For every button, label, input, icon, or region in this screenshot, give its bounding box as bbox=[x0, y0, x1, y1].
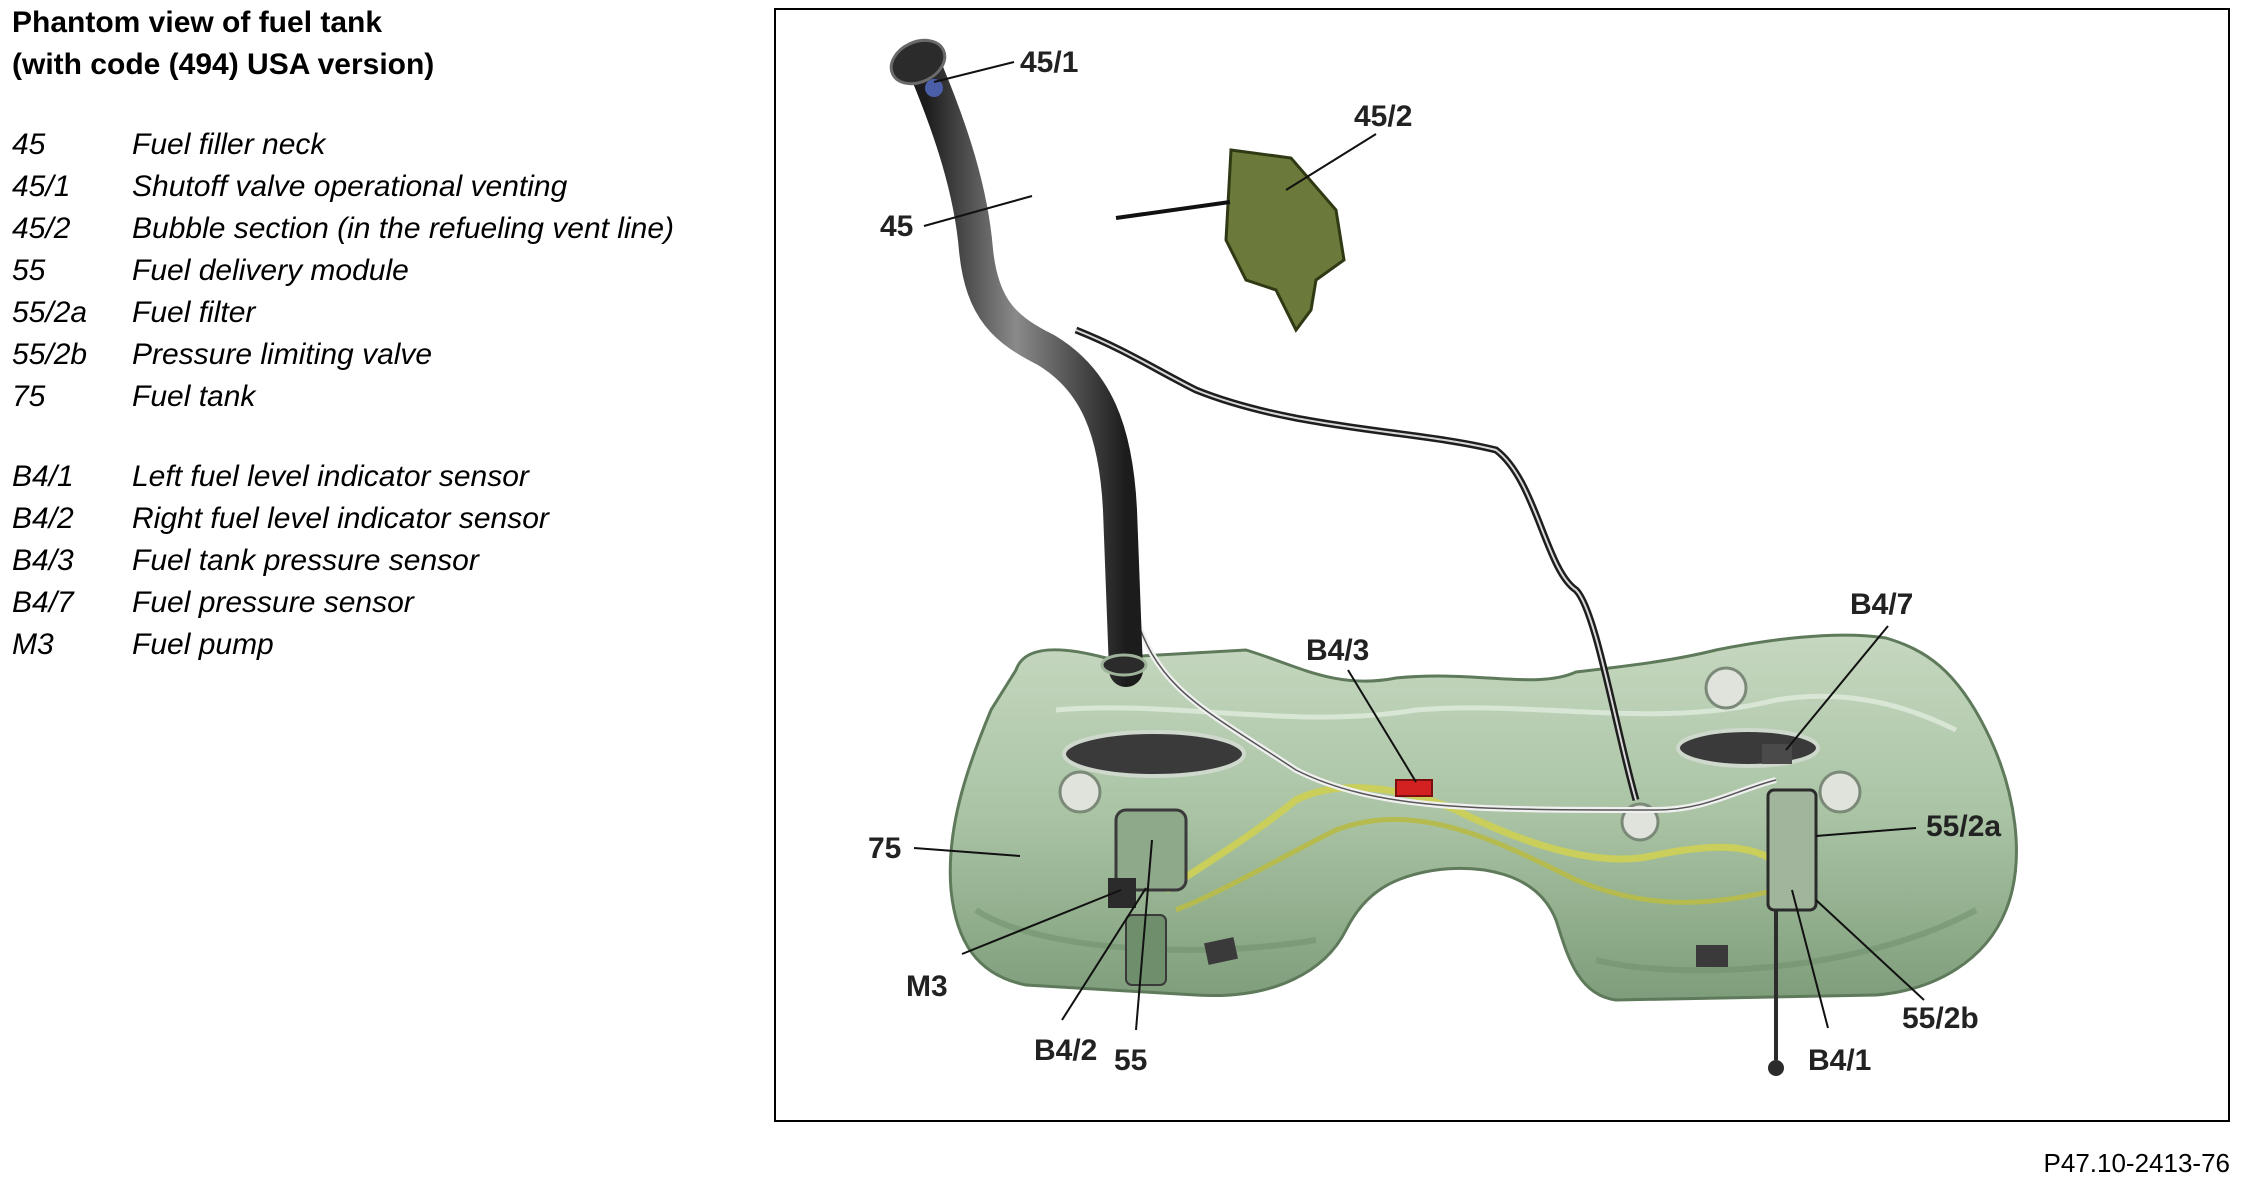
legend-item: B4/7 Fuel pressure sensor bbox=[12, 584, 712, 622]
page-title: Phantom view of fuel tank (with code (49… bbox=[12, 2, 434, 86]
vent-line-outline bbox=[1133, 609, 1777, 811]
fuel-tank-diagram: 45/1 45/2 45 B4/3 B4/7 55/2a 75 M3 B4/2 … bbox=[868, 38, 2018, 1077]
legend-desc: Pressure limiting valve bbox=[132, 338, 433, 371]
callout-b4-3: B4/3 bbox=[1306, 634, 1369, 667]
legend-code: B4/2 bbox=[12, 502, 74, 535]
filler-neck-mouth bbox=[889, 38, 947, 86]
legend-code: 45/2 bbox=[12, 212, 71, 245]
callout-45: 45 bbox=[880, 210, 913, 243]
legend-desc: Fuel tank pressure sensor bbox=[132, 544, 479, 577]
right-sensor-assembly bbox=[1766, 788, 1818, 912]
neck-ring bbox=[1100, 653, 1148, 677]
leader-55 bbox=[1135, 839, 1153, 1031]
callout-b4-2: B4/2 bbox=[1034, 1034, 1097, 1067]
legend-desc: Fuel filter bbox=[132, 296, 256, 329]
callout-55-2b: 55/2b bbox=[1902, 1002, 1979, 1035]
tank-clip-right bbox=[1696, 945, 1728, 967]
legend-item: B4/3 Fuel tank pressure sensor bbox=[12, 542, 712, 580]
module-lower bbox=[1125, 914, 1167, 986]
callout-b4-1: B4/1 bbox=[1808, 1044, 1871, 1077]
legend-desc: Bubble section (in the refueling vent li… bbox=[132, 212, 674, 245]
fuel-filler-neck bbox=[909, 53, 1143, 687]
legend-code: 75 bbox=[12, 380, 46, 413]
legend-item: B4/1 Left fuel level indicator sensor bbox=[12, 458, 712, 496]
leader-55-2a bbox=[1815, 827, 1917, 837]
fuel-pressure-sensor bbox=[1762, 744, 1792, 764]
legend-item: M3 Fuel pump bbox=[12, 626, 712, 664]
legend-desc: Fuel pump bbox=[132, 628, 274, 661]
module-clip bbox=[1204, 937, 1238, 965]
legend-item: 55/2a Fuel filter bbox=[12, 294, 712, 332]
tank-top-ridge bbox=[1055, 693, 1958, 733]
title-line-2: (with code (494) USA version) bbox=[12, 48, 435, 81]
leader-b4-1 bbox=[1791, 889, 1829, 1029]
bubble-pointer bbox=[1115, 200, 1231, 220]
legend-desc: Fuel filler neck bbox=[132, 128, 326, 161]
legend-code: B4/3 bbox=[12, 544, 74, 577]
leader-45-2 bbox=[1285, 133, 1377, 191]
legend-code: B4/1 bbox=[12, 460, 74, 493]
center-cap bbox=[1620, 802, 1660, 842]
internal-fuel-line-2 bbox=[1175, 817, 1777, 913]
callout-55: 55 bbox=[1114, 1044, 1147, 1077]
title-line-1: Phantom view of fuel tank bbox=[12, 6, 383, 39]
legend-desc: Left fuel level indicator sensor bbox=[132, 460, 529, 493]
legend-desc: Shutoff valve operational venting bbox=[132, 170, 568, 203]
leader-45 bbox=[923, 195, 1033, 227]
leader-lines bbox=[913, 61, 1925, 1031]
legend-item: 45/2 Bubble section (in the refueling ve… bbox=[12, 210, 712, 248]
delivery-module-flange bbox=[1062, 730, 1246, 778]
legend-item: 55/2b Pressure limiting valve bbox=[12, 336, 712, 374]
callout-45-2: 45/2 bbox=[1354, 100, 1412, 133]
legend-item: 45 Fuel filler neck bbox=[12, 126, 712, 164]
legend-desc: Fuel delivery module bbox=[132, 254, 409, 287]
fuel-tank-body bbox=[948, 633, 2018, 1002]
legend-spacer bbox=[12, 420, 712, 458]
leader-b4-7 bbox=[1785, 625, 1889, 751]
leader-b4-3 bbox=[1347, 669, 1417, 783]
legend-desc: Fuel pressure sensor bbox=[132, 586, 414, 619]
legend-code: 55 bbox=[12, 254, 46, 287]
figure-reference: P47.10-2413-76 bbox=[2043, 1148, 2230, 1178]
right-cap-2 bbox=[1818, 770, 1862, 814]
internal-fuel-line bbox=[1164, 784, 1789, 893]
legend-desc: Right fuel level indicator sensor bbox=[132, 502, 549, 535]
legend-code: 45 bbox=[12, 128, 46, 161]
tank-pressure-sensor bbox=[1395, 779, 1433, 797]
leader-b4-2 bbox=[1061, 887, 1147, 1021]
legend-code: B4/7 bbox=[12, 586, 74, 619]
legend-code: M3 bbox=[12, 628, 54, 661]
legend-item: B4/2 Right fuel level indicator sensor bbox=[12, 500, 712, 538]
tank-shading bbox=[974, 907, 1978, 974]
callout-b4-7: B4/7 bbox=[1850, 588, 1913, 621]
legend-item: 75 Fuel tank bbox=[12, 378, 712, 416]
leader-75 bbox=[913, 847, 1021, 857]
legend: 45 Fuel filler neck 45/1 Shutoff valve o… bbox=[12, 126, 712, 668]
leader-55-2b bbox=[1815, 899, 1925, 1001]
vent-line-highlight bbox=[1075, 329, 1637, 801]
callout-m3: M3 bbox=[906, 970, 948, 1003]
shutoff-valve bbox=[925, 79, 943, 97]
leader-m3 bbox=[961, 889, 1122, 955]
legend-code: 45/1 bbox=[12, 170, 71, 203]
legend-code: 55/2b bbox=[12, 338, 88, 371]
left-cap bbox=[1058, 770, 1102, 814]
callout-45-1: 45/1 bbox=[1020, 46, 1078, 79]
legend-desc: Fuel tank bbox=[132, 380, 256, 413]
leader-45-1 bbox=[933, 61, 1015, 83]
callout-55-2a: 55/2a bbox=[1926, 810, 2001, 843]
harness-plug bbox=[1768, 1060, 1784, 1076]
diagram-frame: 45/1 45/2 45 B4/3 B4/7 55/2a 75 M3 B4/2 … bbox=[774, 8, 2230, 1122]
legend-item: 45/1 Shutoff valve operational venting bbox=[12, 168, 712, 206]
right-cap-1 bbox=[1704, 666, 1748, 710]
callout-75: 75 bbox=[868, 832, 901, 865]
bubble-section bbox=[1224, 148, 1346, 333]
legend-item: 55 Fuel delivery module bbox=[12, 252, 712, 290]
legend-code: 55/2a bbox=[12, 296, 88, 329]
